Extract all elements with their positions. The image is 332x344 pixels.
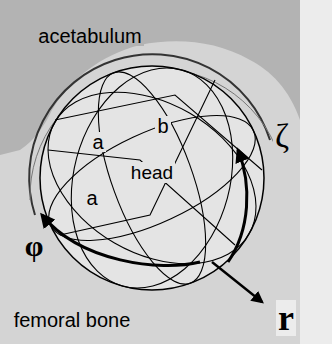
part-name: head [129, 162, 175, 183]
background-edge [300, 0, 332, 344]
phi-rotation-arrow [42, 215, 200, 266]
femoral-head-sphere [40, 66, 264, 290]
arc-label: b [155, 116, 170, 136]
sphere-grid [18, 50, 287, 307]
angle-symbol: φ [23, 231, 46, 261]
radial-arrow [212, 262, 262, 302]
femoral-head: head [40, 66, 264, 290]
region-name: acetabulum [36, 26, 143, 46]
angle-symbol: ζ [273, 119, 291, 153]
arc-label: a [90, 132, 105, 152]
arc-label: a [84, 188, 99, 208]
zeta-rotation-arrow [228, 150, 247, 262]
radius-symbol: r [276, 300, 296, 336]
region-name: femoral bone [12, 310, 133, 330]
